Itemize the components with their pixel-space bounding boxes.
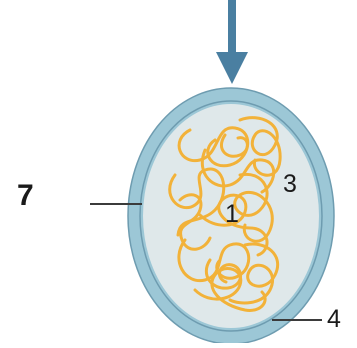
label-cytoplasm: 3: [283, 172, 297, 197]
arrow-head: [216, 52, 248, 84]
down-arrow-icon: [216, 0, 248, 84]
arrow-shaft: [228, 0, 236, 56]
label-outer-wall: 7: [17, 181, 34, 211]
label-nucleoid: 1: [225, 202, 239, 227]
label-membrane: 4: [327, 307, 341, 332]
